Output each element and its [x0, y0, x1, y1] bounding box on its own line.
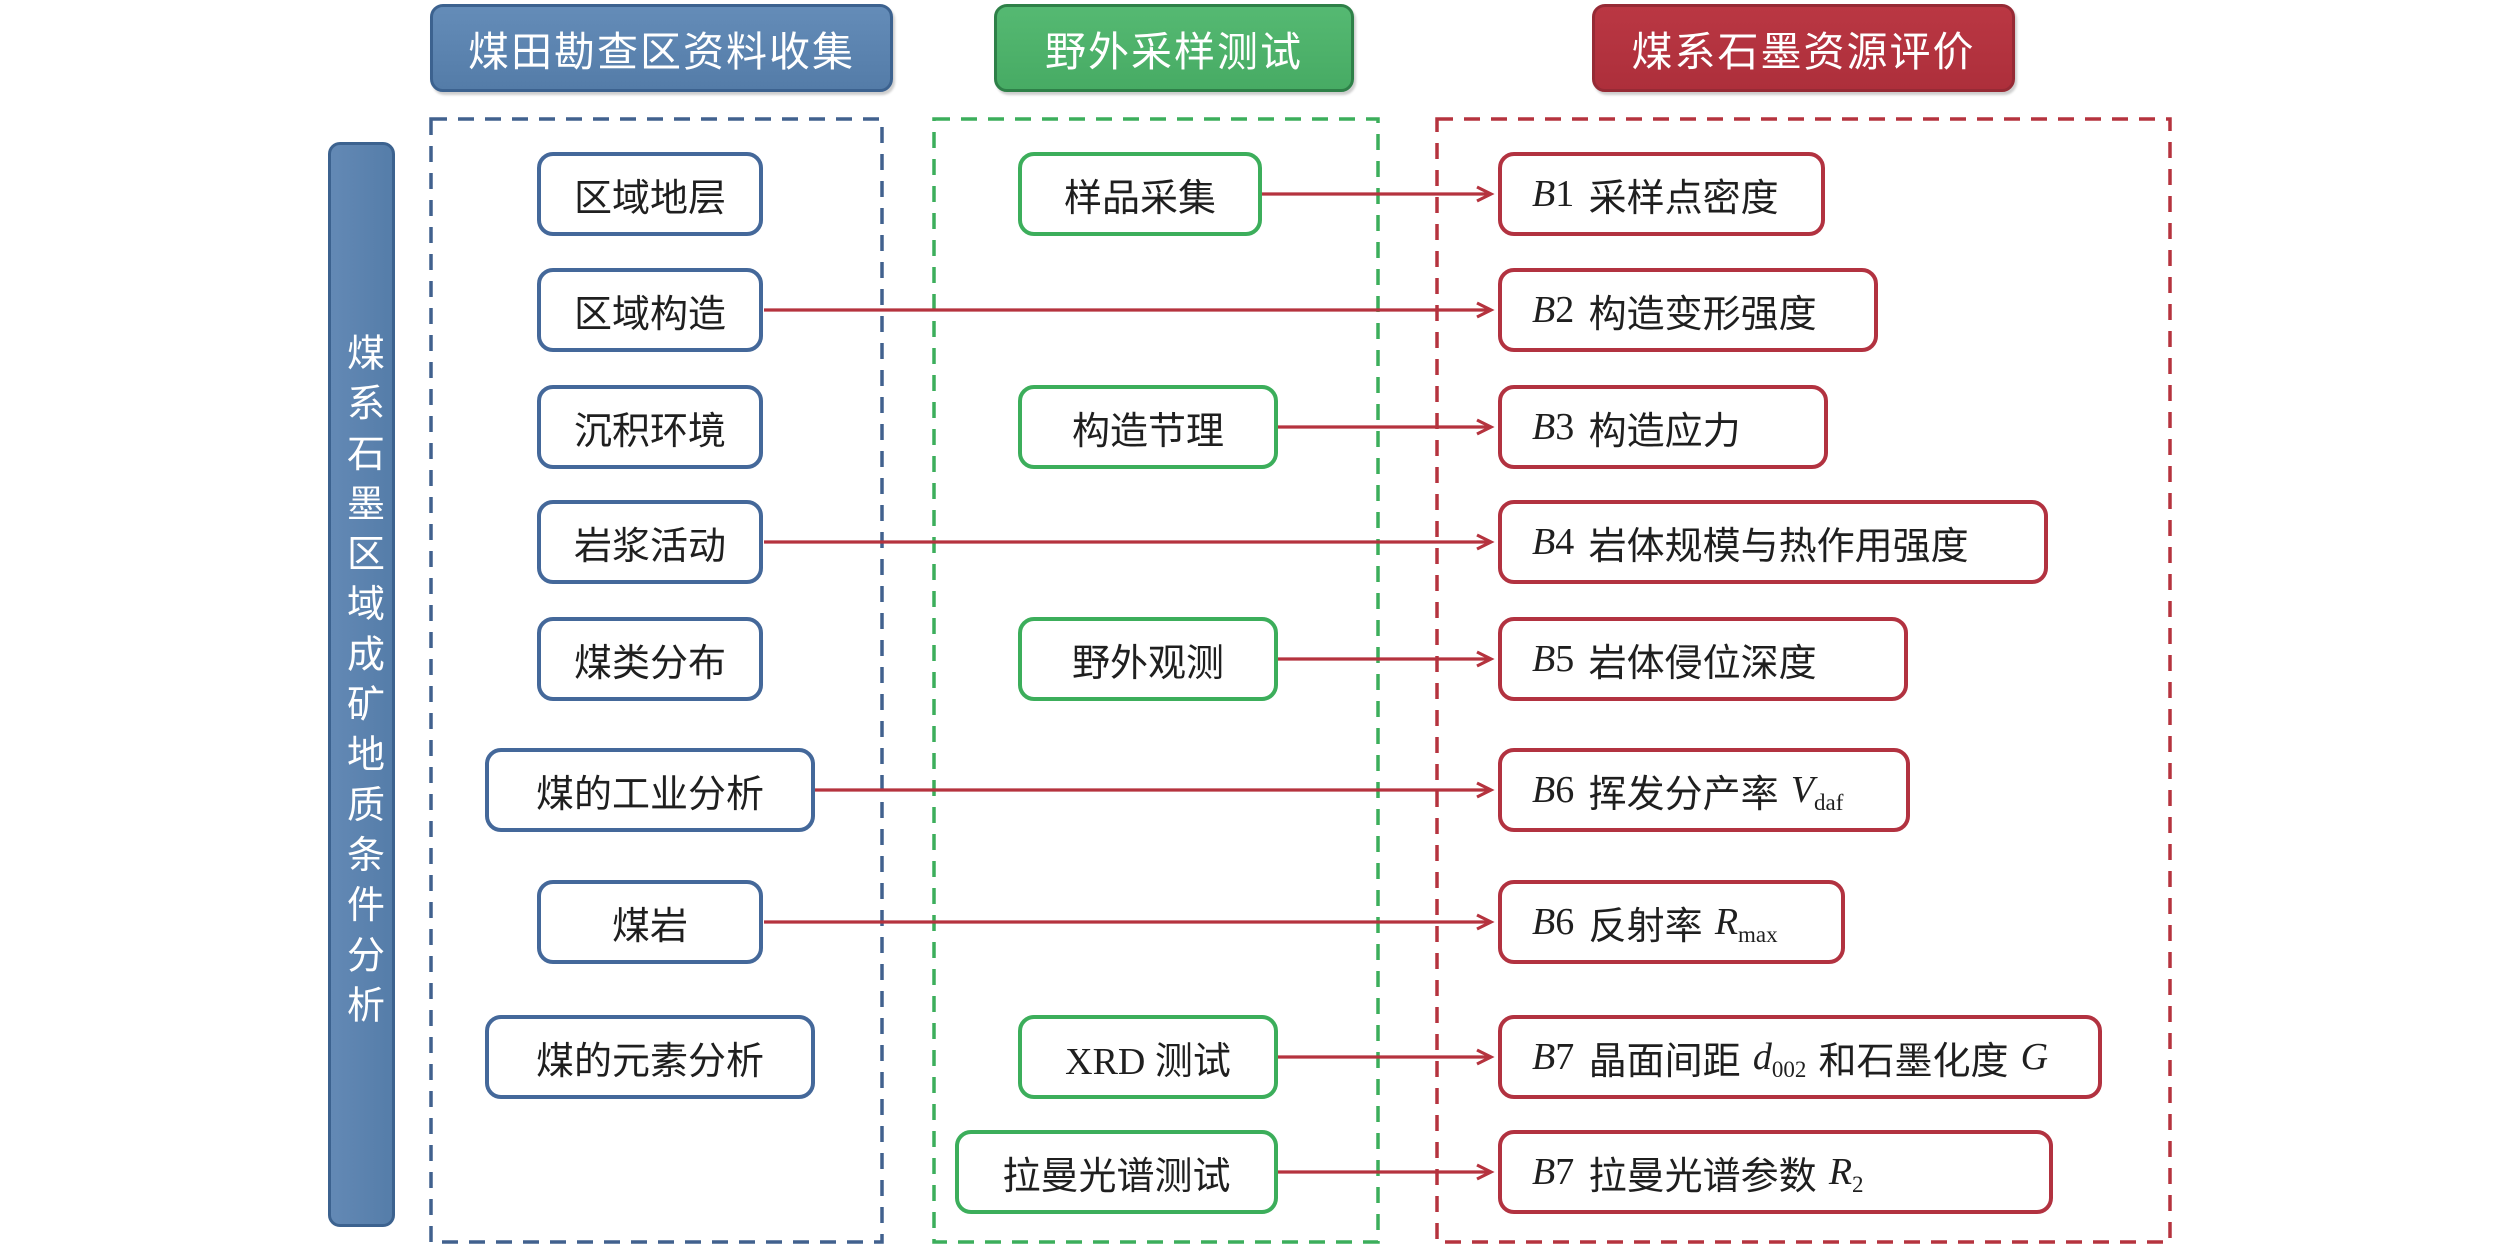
header-data-collection: 煤田勘查区资料收集 — [430, 4, 893, 92]
b2-label: 构造变形强度 — [1588, 293, 1817, 336]
box-magmatic-activity-label: 岩浆活动 — [573, 525, 726, 568]
b6v-label: 挥发分产率 — [1588, 773, 1779, 816]
header-resource-evaluation: 煤系石墨资源评价 — [1592, 4, 2015, 92]
box-field-observation: 野外观测 — [1018, 617, 1278, 701]
b7d-variable-subscript: 002 — [1771, 1057, 1807, 1082]
b7r-code-number: 7 — [1555, 1151, 1575, 1193]
box-sedimentary-environment: 沉积环境 — [537, 385, 763, 469]
b7d-variable-2: G — [2020, 1036, 2049, 1078]
b7d-code-number: 7 — [1555, 1036, 1575, 1078]
b3-label: 构造应力 — [1588, 410, 1741, 453]
box-regional-strata-label: 区域地层 — [573, 177, 726, 220]
box-field-observation-label: 野外观测 — [1071, 642, 1224, 685]
b7d-label: 晶面间距 — [1588, 1040, 1741, 1083]
red-dashed-container — [1435, 117, 2172, 1244]
box-regional-structure-label: 区域构造 — [573, 293, 726, 336]
box-xrd-test: XRD 测试 — [1018, 1015, 1278, 1099]
b6v-variable: V — [1790, 769, 1815, 811]
box-magmatic-activity: 岩浆活动 — [537, 500, 763, 584]
header-field-sampling-label: 野外采样测试 — [1045, 29, 1303, 75]
b6r-label: 反射率 — [1588, 905, 1703, 948]
b7r-label: 拉曼光谱参数 — [1588, 1155, 1817, 1198]
b3-code-letter: B — [1532, 406, 1556, 448]
b7r-variable: R — [1828, 1151, 1853, 1193]
b6v-code-letter: B — [1532, 769, 1556, 811]
box-structural-joints-label: 构造节理 — [1071, 410, 1224, 453]
box-coal-proximate-analysis-label: 煤的工业分析 — [535, 773, 764, 816]
box-coal-elemental-analysis: 煤的元素分析 — [485, 1015, 815, 1099]
box-regional-structure: 区域构造 — [537, 268, 763, 352]
box-coal-proximate-analysis: 煤的工业分析 — [485, 748, 815, 832]
box-coal-elemental-analysis-label: 煤的元素分析 — [535, 1040, 764, 1083]
header-field-sampling: 野外采样测试 — [994, 4, 1354, 92]
b5-label: 岩体侵位深度 — [1588, 642, 1817, 685]
box-coal-petrography: 煤岩 — [537, 880, 763, 964]
box-sedimentary-environment-label: 沉积环境 — [573, 410, 726, 453]
box-sample-collection: 样品采集 — [1018, 152, 1262, 236]
b6v-variable-subscript: daf — [1814, 790, 1844, 815]
b1-label: 采样点密度 — [1588, 177, 1779, 220]
b4-label: 岩体规模与热作用强度 — [1588, 525, 1969, 568]
b1-code-letter: B — [1532, 173, 1556, 215]
box-structural-joints: 构造节理 — [1018, 385, 1278, 469]
b2-code-letter: B — [1532, 289, 1556, 331]
box-coal-petrography-label: 煤岩 — [611, 905, 688, 948]
b3-code-number: 3 — [1555, 406, 1575, 448]
box-coal-type-distribution: 煤类分布 — [537, 617, 763, 701]
b6v-code-number: 6 — [1555, 769, 1575, 811]
blue-dashed-container — [429, 117, 884, 1244]
box-xrd-test-label: XRD 测试 — [1065, 1040, 1231, 1083]
box-sample-collection-label: 样品采集 — [1063, 177, 1216, 220]
box-regional-strata: 区域地层 — [537, 152, 763, 236]
b7r-code-letter: B — [1532, 1151, 1556, 1193]
b5-code-letter: B — [1532, 638, 1556, 680]
box-raman-test-label: 拉曼光谱测试 — [1002, 1155, 1231, 1198]
box-raman-test: 拉曼光谱测试 — [955, 1130, 1278, 1214]
green-dashed-container — [932, 117, 1380, 1244]
b5-code-number: 5 — [1555, 638, 1575, 680]
b7d-label-2: 和石墨化度 — [1818, 1040, 2009, 1083]
sidebar-geology-analysis: 煤系石墨区域成矿地质条件分析 — [328, 142, 395, 1227]
b7d-variable: d — [1752, 1036, 1772, 1078]
b6r-variable: R — [1714, 901, 1739, 943]
b6r-code-number: 6 — [1555, 901, 1575, 943]
b7d-code-letter: B — [1532, 1036, 1556, 1078]
b4-code-number: 4 — [1555, 521, 1575, 563]
header-resource-evaluation-label: 煤系石墨资源评价 — [1631, 29, 1976, 75]
box-coal-type-distribution-label: 煤类分布 — [573, 642, 726, 685]
b2-code-number: 2 — [1555, 289, 1575, 331]
b6r-code-letter: B — [1532, 901, 1556, 943]
b7r-variable-subscript: 2 — [1852, 1172, 1864, 1197]
b6r-variable-subscript: max — [1738, 922, 1778, 947]
sidebar-geology-analysis-label: 煤系石墨区域成矿地质条件分析 — [340, 333, 383, 1036]
b4-code-letter: B — [1532, 521, 1556, 563]
b1-code-number: 1 — [1555, 173, 1575, 215]
header-data-collection-label: 煤田勘查区资料收集 — [468, 29, 855, 75]
